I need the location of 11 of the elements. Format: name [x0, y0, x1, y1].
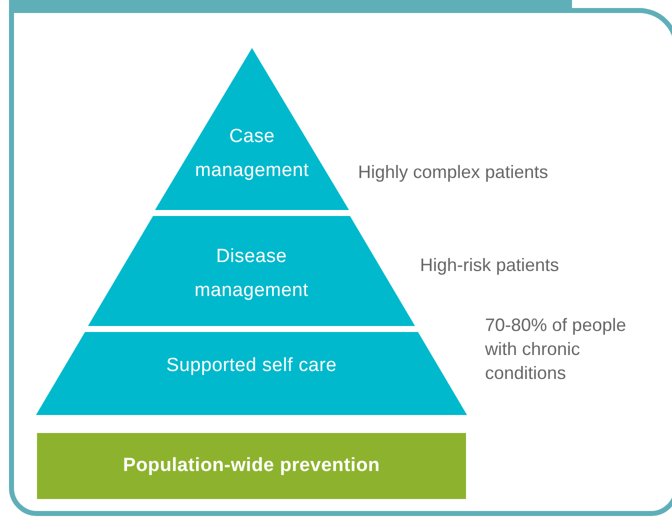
base-bar	[37, 433, 466, 499]
tier-label: Disease management	[194, 245, 310, 303]
tier-label: Case management	[194, 125, 310, 183]
pyramid-tier	[155, 48, 349, 210]
pyramid-tier	[36, 332, 467, 415]
side-note: High-risk patients	[420, 254, 560, 277]
pyramid-tier	[88, 216, 415, 326]
side-note: 70-80% of people with chronic conditions	[485, 314, 628, 385]
tier-label: Population-wide prevention	[123, 454, 380, 478]
side-note: Highly complex patients	[358, 161, 548, 184]
tier-label: Supported self care	[166, 354, 337, 378]
